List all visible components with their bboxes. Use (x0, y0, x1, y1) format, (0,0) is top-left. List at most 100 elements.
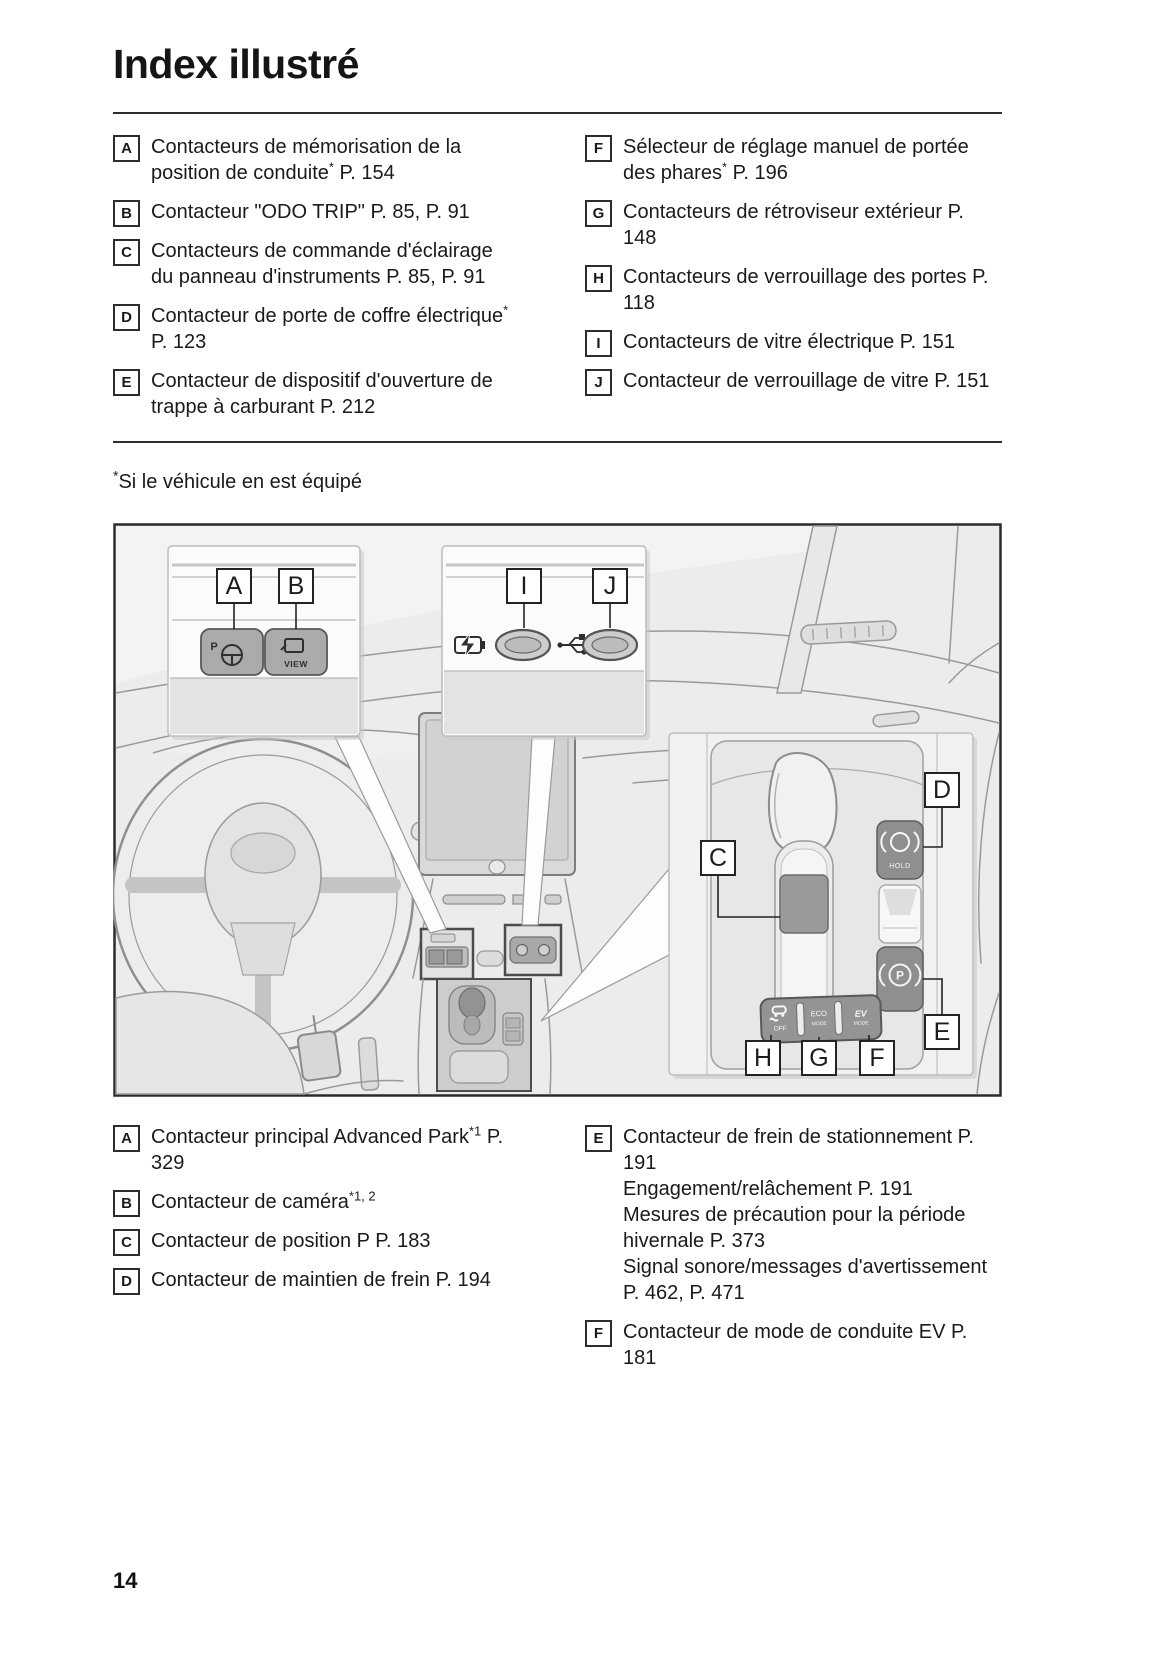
index-letter-box: H (585, 265, 612, 292)
svg-text:HOLD: HOLD (889, 863, 910, 870)
callout-j: J (592, 568, 628, 628)
advanced-park-button: P (200, 628, 264, 676)
camera-view-button: VIEW (264, 628, 328, 676)
inset-panel-usb: I J (441, 545, 650, 740)
console-trim (878, 884, 922, 944)
vsc-off-icon: OFF (769, 1005, 787, 1033)
steering-wheel (111, 737, 415, 1053)
index-letter-box: I (585, 330, 612, 357)
svg-text:ECO: ECO (811, 1009, 828, 1019)
svg-text:VIEW: VIEW (284, 659, 308, 669)
callout-b: B (278, 568, 314, 629)
index-item-text: Contacteurs de vitre électrique P. 151 (623, 331, 956, 353)
center-stack (412, 878, 584, 1095)
inset-panel-park-camera: P VIEW (167, 545, 364, 740)
index-item-text: Contacteurs de rétroviseur extérieur P. … (623, 201, 964, 249)
page-title: Index illustré (113, 41, 359, 87)
page-number: 14 (113, 1568, 138, 1593)
callout-i: I (506, 568, 542, 628)
inset1-lower-band (170, 678, 358, 734)
index-item-text: Contacteur de position P P. 183 (151, 1230, 431, 1252)
svg-text:A: A (226, 572, 243, 600)
index-letter-box: E (585, 1125, 612, 1152)
svg-text:E: E (934, 1018, 951, 1046)
index-item-text: Contacteurs de mémorisation de la positi… (151, 136, 462, 184)
svg-text:EV: EV (855, 1008, 868, 1018)
svg-text:G: G (809, 1044, 828, 1072)
index-letter-box: A (113, 1125, 140, 1152)
brake-pedal (296, 1015, 342, 1082)
equipment-footnote: *Si le véhicule en est équipé (113, 467, 1002, 495)
inset2-lower-band (444, 671, 644, 734)
dashboard-illustration: P VIEW (111, 523, 1002, 1102)
usb-port-i (494, 628, 552, 662)
camera-view-icon: VIEW (280, 638, 308, 669)
eco-mode-button: ECO MODE (811, 1009, 828, 1028)
drive-mode-buttons: OFF ECO MODE EV MODE (759, 994, 883, 1044)
index-bottom: A Contacteur principal Advanced Park*1 P.… (113, 1124, 1002, 1384)
parking-brake-icon: P (878, 963, 922, 987)
index-item-f: F Sélecteur de réglage manuel de portée d… (585, 134, 1002, 186)
index-letter-box: E (113, 369, 140, 396)
footnote-asterisk: * (113, 467, 119, 484)
door-top-line (948, 642, 1000, 684)
usb-icon (557, 634, 597, 655)
index-letter-box: D (113, 304, 140, 331)
index-top: A Contacteurs de mémorisation de la posit… (113, 134, 1002, 433)
p-position-button (779, 874, 829, 934)
svg-text:OFF: OFF (774, 1025, 787, 1032)
ev-mode-button: EV MODE (854, 1008, 870, 1027)
floor-line (303, 1079, 404, 1095)
door-handle (872, 710, 920, 728)
svg-text:C: C (709, 844, 727, 872)
svg-text:I: I (521, 572, 528, 600)
index-letter-box: B (113, 1190, 140, 1217)
index-letter-box: G (585, 200, 612, 227)
index-item-text: Contacteur de caméra*1, 2 (151, 1188, 376, 1213)
callout-e: E (923, 978, 960, 1050)
callout-a: A (216, 568, 252, 629)
accelerator-pedal (357, 1037, 380, 1091)
callout-g: G (801, 1040, 837, 1076)
svg-text:F: F (869, 1044, 884, 1072)
index-item-a: A Contacteurs de mémorisation de la posit… (113, 134, 511, 186)
index-item-text: Contacteur principal Advanced Park*1 P. … (151, 1123, 504, 1174)
steering-park-icon: P (210, 641, 243, 666)
shift-knob (767, 752, 838, 856)
index-letter-box: A (113, 135, 140, 162)
usb-ports-target (503, 923, 563, 977)
park-camera-switch-target (419, 927, 475, 981)
stack-tray (476, 950, 504, 967)
index-item-text: Contacteur de verrouillage de vitre P. 1… (623, 370, 990, 392)
index-letter-box: B (113, 200, 140, 227)
svg-text:MODE: MODE (854, 1020, 870, 1027)
dash-vent (800, 620, 897, 645)
door-window-edge (948, 525, 959, 664)
title-rule (113, 112, 1002, 114)
console-inset-box (436, 978, 532, 1092)
index-letter-box: F (585, 135, 612, 162)
callout-d: D (923, 772, 960, 848)
svg-text:J: J (604, 572, 617, 600)
svg-text:P: P (210, 641, 217, 653)
index-item-text: Contacteur de mode de conduite EV P. 181 (623, 1321, 968, 1369)
index-item-text: Sélecteur de réglage manuel de portée de… (623, 136, 969, 184)
svg-text:MODE: MODE (812, 1021, 828, 1028)
usb-port-j (581, 628, 639, 662)
inset-panel-shifter: C HOLD D (668, 732, 977, 1079)
index-top-left-column: A Contacteurs de mémorisation de la posit… (113, 134, 511, 433)
callout-h: H (745, 1040, 781, 1076)
seat (115, 990, 305, 1095)
door-panel-lower-curve (976, 992, 1000, 1095)
index-bottom-left-column: A Contacteur principal Advanced Park*1 P.… (113, 1124, 511, 1384)
index-letter-box: D (113, 1268, 140, 1295)
index-rule (113, 441, 1002, 443)
